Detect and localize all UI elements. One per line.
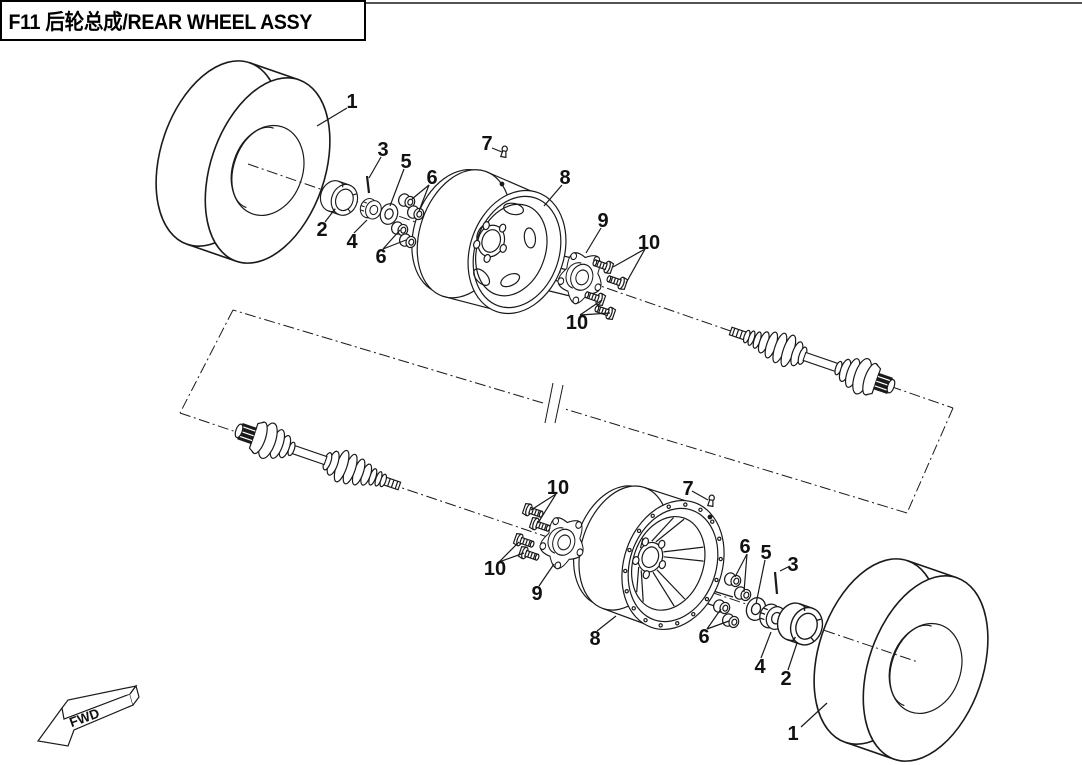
- lug-nut-bottom-4: [720, 611, 741, 631]
- callout-7-bottom: 7: [682, 478, 693, 500]
- fwd-label: FWD: [67, 705, 101, 730]
- callout-5-top: 5: [400, 151, 411, 173]
- callout-9-top: 9: [597, 210, 608, 232]
- cotter-pin-top: [365, 175, 371, 194]
- callout-10a-top: 10: [638, 232, 660, 254]
- callout-2-top: 2: [316, 219, 327, 241]
- callout-1-bottom: 1: [787, 723, 798, 745]
- lug-nut-bottom-2: [732, 584, 753, 604]
- valve-stem-bottom: [707, 494, 716, 507]
- valve-hole-top: [499, 181, 505, 187]
- callout-2-bottom: 2: [780, 668, 791, 690]
- callout-6b-top: 6: [375, 246, 386, 268]
- hub-bolt-top-4: [592, 301, 617, 321]
- callout-10b-top: 10: [566, 312, 588, 334]
- tire-bottom: [813, 558, 989, 762]
- rim-top: [411, 169, 567, 315]
- callout-5-bottom: 5: [760, 542, 771, 564]
- callout-6b-bottom: 6: [698, 626, 709, 648]
- lug-nut-bottom-1: [722, 570, 743, 590]
- callout-10a-bottom: 10: [547, 477, 569, 499]
- callout-9-bottom: 9: [531, 583, 542, 605]
- page-title: F11 后轮总成/REAR WHEEL ASSY: [8, 10, 313, 34]
- callout-7-top: 7: [481, 133, 492, 155]
- hub-bolt-bottom-4: [517, 545, 542, 565]
- cotter-pin-bottom: [773, 571, 779, 595]
- callouts: 1 2 3 4 5 6 6 7 8 9 10 10 10 10 9 8 7 6 …: [316, 91, 798, 745]
- callout-4-bottom: 4: [754, 656, 766, 678]
- tire-top: [155, 60, 331, 264]
- break-marks: [544, 382, 564, 424]
- lug-nut-bottom-3: [711, 597, 732, 617]
- valve-hole-bottom: [707, 514, 713, 520]
- callout-1-top: 1: [346, 91, 357, 113]
- fwd-arrow: FWD: [36, 684, 140, 747]
- callout-3-top: 3: [377, 139, 388, 161]
- title-box: F11 后轮总成/REAR WHEEL ASSY: [0, 0, 366, 41]
- callout-8-top: 8: [559, 167, 570, 189]
- callout-6a-top: 6: [426, 167, 437, 189]
- callout-10b-bottom: 10: [484, 558, 506, 580]
- rim-rivets: [623, 502, 723, 628]
- drive-axle-bottom: [229, 411, 406, 505]
- rim-bottom: [573, 485, 725, 631]
- rim-spokes: [636, 517, 704, 607]
- callout-3-bottom: 3: [787, 554, 798, 576]
- callout-8-bottom: 8: [589, 628, 600, 650]
- leader-lines: [316, 107, 828, 728]
- callout-6a-bottom: 6: [739, 536, 750, 558]
- callout-4-top: 4: [346, 231, 358, 253]
- hub-bolt-top-2: [604, 271, 629, 291]
- drive-axle-top: [724, 312, 901, 406]
